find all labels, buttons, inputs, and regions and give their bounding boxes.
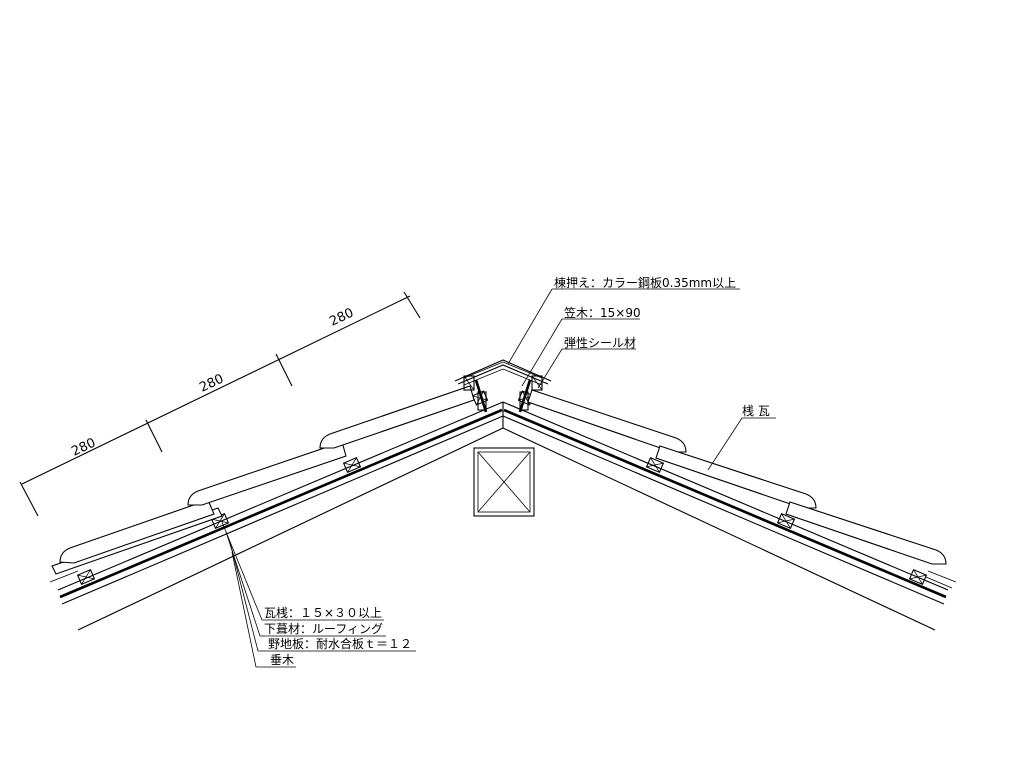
sheathing-bottom-left <box>61 415 504 605</box>
tile-battens <box>76 390 928 586</box>
rafter-bottom-left <box>77 427 504 631</box>
label-taruki: 垂木 <box>270 653 294 667</box>
label-nojiita: 野地板：耐水合板ｔ＝１２ <box>268 636 412 651</box>
underlayment-right <box>503 408 947 599</box>
leader-lines-ridge <box>507 288 776 471</box>
label-kasagi: 笠木：15×90 <box>564 305 641 320</box>
rafter-bottom-right <box>502 427 936 631</box>
ridge-beam <box>473 447 535 517</box>
label-ridge-cover: 棟押え：カラー鋼板0.35mm以上 <box>554 275 736 290</box>
dimension-label-1: 280 <box>69 436 98 460</box>
dimension-label-3: 280 <box>327 306 356 330</box>
dimension-line <box>19 291 421 517</box>
roof-tiles-left <box>49 385 475 583</box>
label-sangawara: 桟 瓦 <box>742 404 770 418</box>
label-shitabuki: 下葺材：ルーフィング <box>264 622 383 636</box>
sheathing-bottom-right <box>502 415 945 605</box>
ridge-cap-assembly <box>454 359 552 413</box>
underlayment-left <box>59 408 503 599</box>
roof-tiles-right <box>527 389 957 589</box>
sheathing-top-left <box>57 401 504 591</box>
label-sealant: 弾性シール材 <box>564 336 636 350</box>
label-kawara-zan: 瓦桟：１５×３０以上 <box>264 606 382 620</box>
sheathing-top-right <box>502 401 949 591</box>
leader-lines-lower <box>221 521 416 668</box>
